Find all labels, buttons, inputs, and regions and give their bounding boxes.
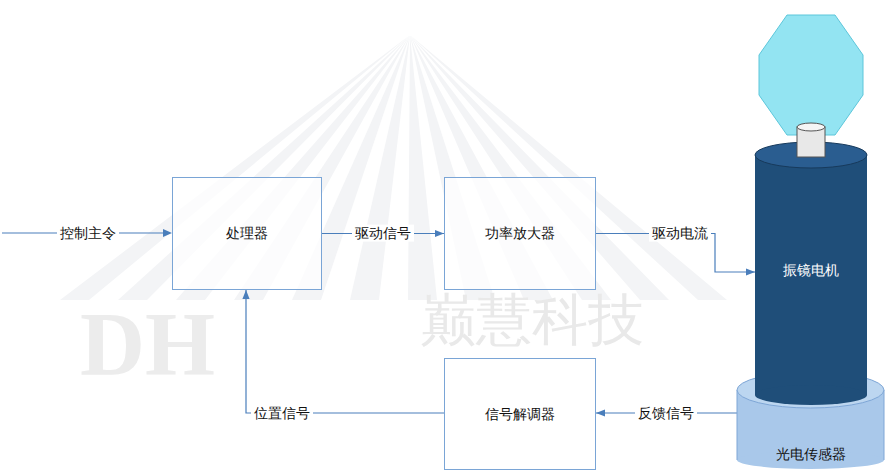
galvo-motor: 振镜电机 <box>755 10 867 405</box>
processor-box: 处理器 <box>172 177 322 290</box>
edge-label: 驱动电流 <box>649 225 711 242</box>
ray <box>350 35 410 300</box>
ray-fan <box>60 35 727 300</box>
motor-body <box>755 155 867 395</box>
amplifier-box: 功率放大器 <box>444 177 596 290</box>
ray <box>60 35 410 300</box>
shaft-top <box>797 123 825 131</box>
sensor-side <box>737 390 738 460</box>
motor-drawing <box>755 10 867 405</box>
node-label: 光电传感器 <box>776 446 846 463</box>
edge-label: 反馈信号 <box>635 405 697 422</box>
ray <box>118 35 410 300</box>
demodulator-box: 信号解调器 <box>444 358 596 470</box>
node-label: 信号解调器 <box>485 406 555 423</box>
node-label: 处理器 <box>226 225 268 242</box>
sensor-top <box>737 372 884 408</box>
ray <box>410 35 669 300</box>
node-label: 功率放大器 <box>485 225 555 242</box>
mirror <box>759 15 863 135</box>
node-label: 振镜电机 <box>783 262 839 279</box>
ray <box>410 35 611 300</box>
motor-bottom <box>755 385 867 405</box>
edge-label: 驱动信号 <box>352 225 414 242</box>
ray <box>410 35 727 300</box>
input-arrowhead <box>163 229 172 237</box>
input-label: 控制主令 <box>57 225 119 242</box>
watermark-text: 巅慧科技 <box>420 292 644 348</box>
connector <box>246 290 444 413</box>
edge-label: 位置信号 <box>251 405 313 422</box>
watermark-logo: DH <box>80 300 215 390</box>
sensor-side <box>884 390 885 460</box>
